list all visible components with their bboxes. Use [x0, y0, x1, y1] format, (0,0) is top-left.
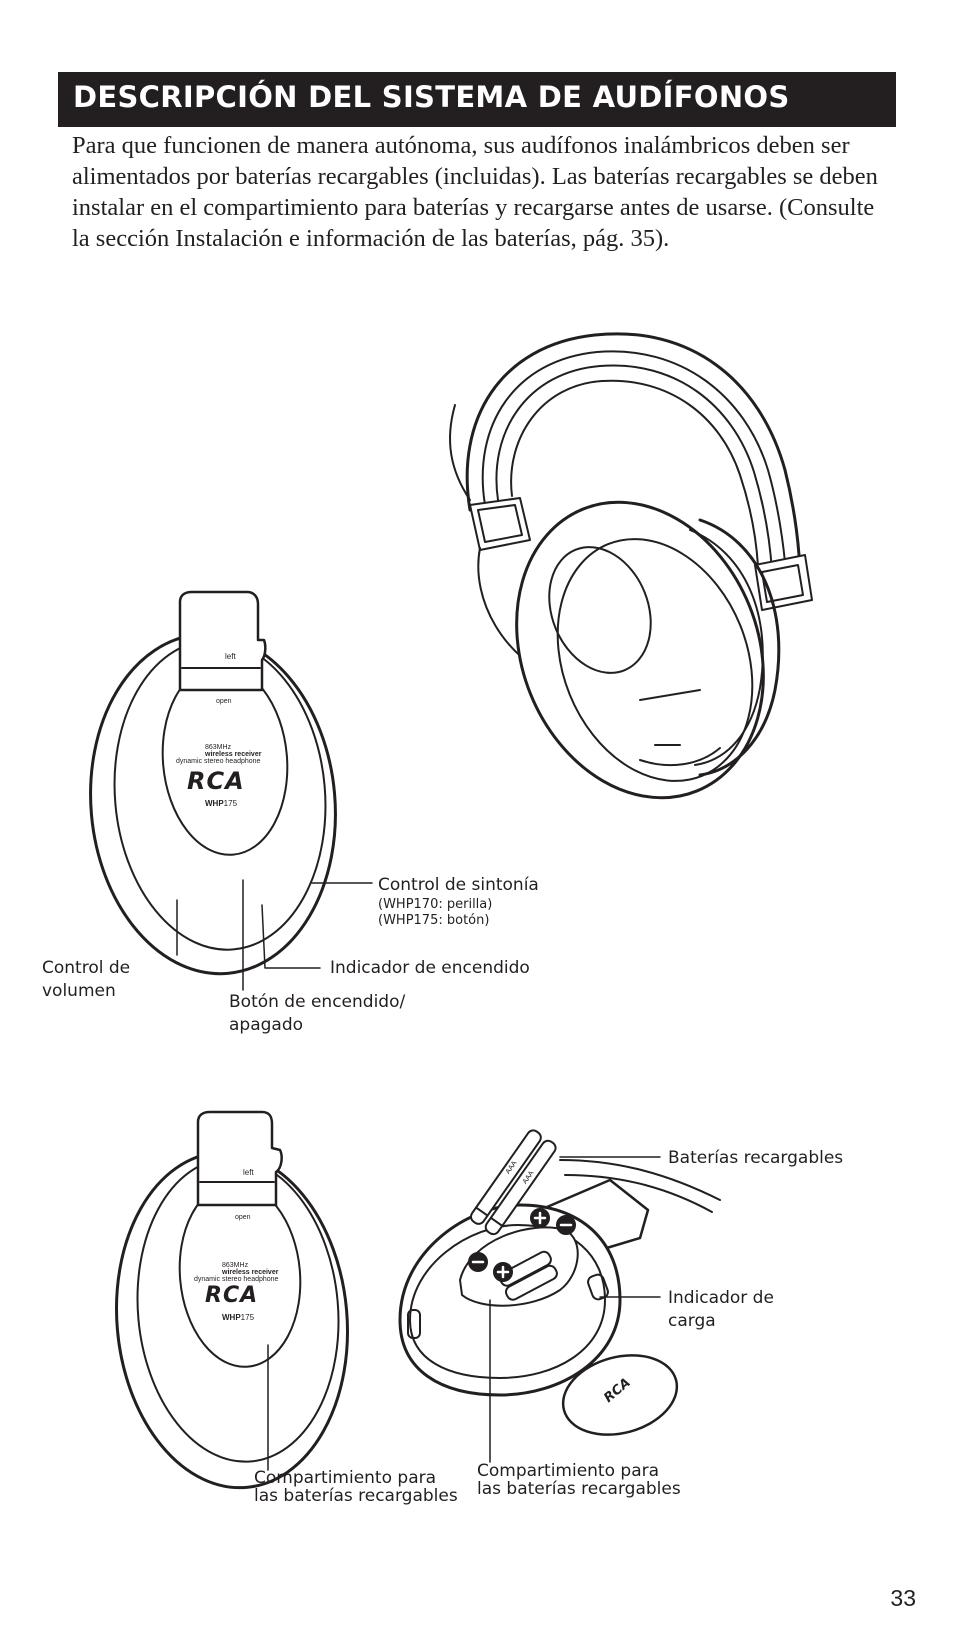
- label-compartment-b-line-1: Compartimiento para: [477, 1461, 660, 1481]
- label-tuning-control: Control de sintonía: [378, 875, 539, 895]
- label-tuning-note-2: (WHP175: botón): [378, 913, 490, 928]
- model-number-2: 175: [240, 1313, 255, 1322]
- label-power-button-line-2: apagado: [229, 1015, 304, 1035]
- rca-logo-2: RCA: [205, 1283, 259, 1308]
- battery-compartment-illustration: [398, 1129, 721, 1463]
- earcup-left-text: left: [225, 652, 236, 661]
- model-prefix-2: WHP: [222, 1313, 241, 1322]
- label-volume-line-2: volumen: [42, 981, 116, 1001]
- label-compartment-b-line-2: las baterías recargables: [477, 1479, 681, 1499]
- section-header-bar: DESCRIPCIÓN DEL SISTEMA DE AUDÍFONOS: [58, 72, 896, 127]
- intro-paragraph: Para que funcionen de manera autónoma, s…: [72, 132, 878, 252]
- label-power-indicator: Indicador de encendido: [330, 958, 530, 978]
- earcup-wireless-text-2: wireless receiver: [222, 1269, 279, 1276]
- earcup-left-text-2: left: [243, 1168, 254, 1177]
- earcup-dynamic-text-2: dynamic stereo headphone: [194, 1276, 279, 1283]
- earcup-front-illustration: [89, 590, 373, 991]
- label-compartment-a-line-1: Compartimiento para: [254, 1468, 437, 1488]
- headphone-full-illustration: [449, 332, 813, 800]
- earcup-open-text: open: [216, 698, 232, 705]
- earcup-wireless-text: wireless receiver: [205, 751, 262, 758]
- section-title: DESCRIPCIÓN DEL SISTEMA DE AUDÍFONOS: [73, 80, 790, 114]
- page-number: 33: [890, 1585, 916, 1611]
- model-number: 175: [223, 799, 238, 808]
- model-prefix: WHP: [205, 799, 224, 808]
- earcup-freq-text-2: 863MHz: [222, 1262, 249, 1269]
- label-rechargeable-batteries: Baterías recargables: [668, 1148, 844, 1168]
- earcup-dynamic-text: dynamic stereo headphone: [176, 758, 261, 765]
- earcup-model-text: WHP175: [205, 799, 237, 809]
- label-tuning-note-1: (WHP170: perilla): [378, 897, 493, 912]
- label-volume-line-1: Control de: [42, 958, 131, 978]
- earcup-model-text-2: WHP175: [222, 1313, 254, 1323]
- label-charge-indicator-line-1: Indicador de: [668, 1288, 774, 1308]
- label-compartment-a-line-2: las baterías recargables: [254, 1486, 458, 1506]
- label-charge-indicator-line-2: carga: [668, 1311, 716, 1331]
- earcup-front-illustration-2: [115, 1110, 349, 1490]
- rca-logo: RCA: [187, 767, 245, 795]
- earcup-freq-text: 863MHz: [205, 744, 232, 751]
- earcup-open-text-2: open: [235, 1214, 251, 1221]
- label-power-button-line-1: Botón de encendido/: [229, 992, 406, 1012]
